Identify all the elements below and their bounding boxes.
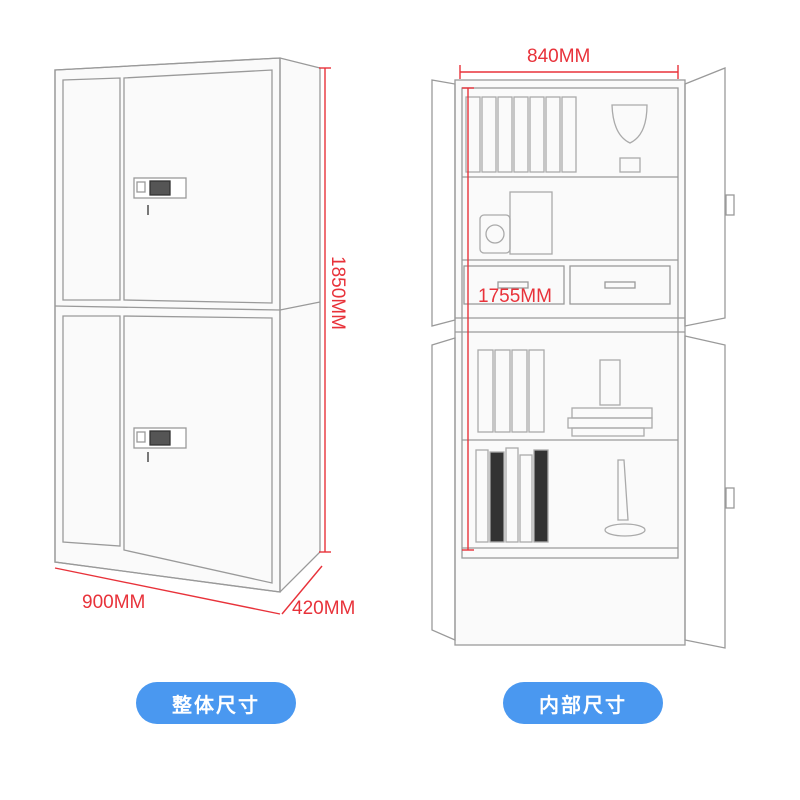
depth-overall-label: 420MM bbox=[292, 598, 356, 619]
open-cabinet bbox=[431, 67, 735, 649]
closed-cabinet bbox=[54, 57, 321, 593]
width-inner-label: 840MM bbox=[527, 46, 591, 67]
height-inner-label: 1755MM bbox=[478, 286, 552, 307]
lower-keypad-lock bbox=[133, 427, 187, 462]
overall-size-button[interactable]: 整体尺寸 bbox=[136, 682, 296, 724]
upper-keypad-lock bbox=[133, 177, 187, 215]
width-overall-label: 900MM bbox=[82, 592, 146, 613]
height-overall-label: 1850MM bbox=[326, 256, 348, 330]
inner-size-button[interactable]: 内部尺寸 bbox=[503, 682, 663, 724]
dimension-lines bbox=[54, 65, 679, 615]
